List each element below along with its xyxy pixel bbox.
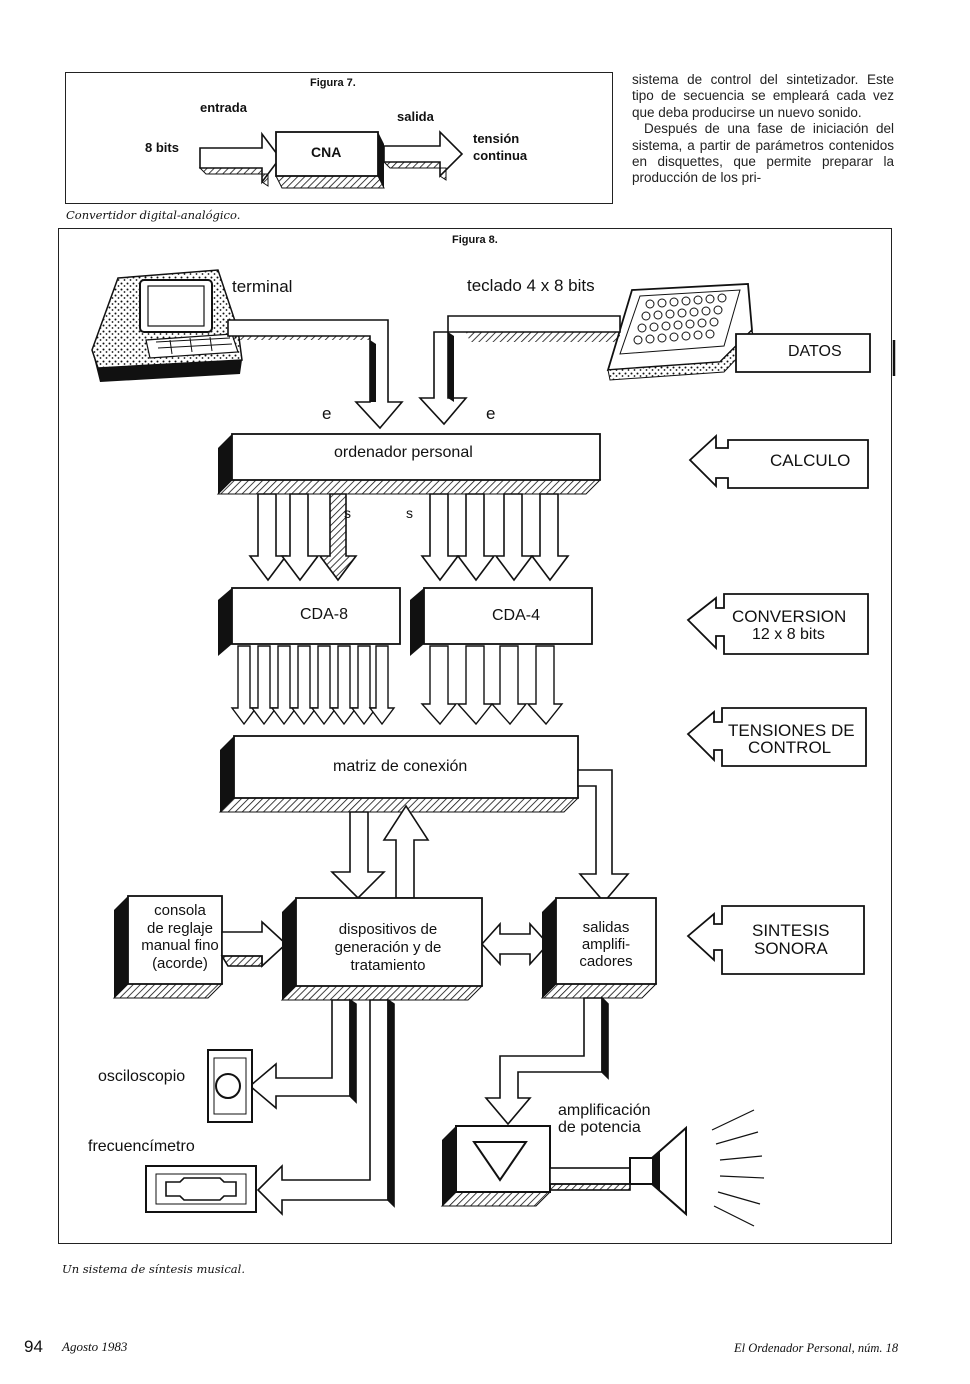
console-label-line-4: (acorde) [152,954,208,972]
output-mark-2: s [406,505,413,521]
cda4-label: CDA-4 [492,607,541,624]
terminal-label: terminal [232,277,293,296]
oscilloscope-label: osciloscopio [98,1068,186,1085]
input-mark-1: e [322,404,332,423]
figure-7-output-label: salida [397,109,434,124]
console-label: consola de reglaje manual fino (acorde) [132,902,228,972]
figure-7-cna-label: CNA [311,144,342,160]
keyboard-label: teclado 4 x 8 bits [467,276,595,295]
conversion-label-line-1: CONVERSION [732,607,847,626]
footer-date: Agosto 1983 [62,1339,128,1354]
outputs-label: salidas amplifi- cadores [560,919,652,970]
figure-7-output-line-2: continua [473,148,528,163]
figure-8-frame [58,228,892,1244]
outputs-label-line-3: cadores [579,953,633,970]
figure-8-caption: Un sistema de síntesis musical. [62,1262,245,1276]
console-label-line-2: de reglaje [147,919,213,937]
power-amp-label-line-2: de potencia [558,1119,641,1136]
console-label-line-3: manual fino [141,937,219,954]
tensiones-label-line-2: CONTROL [748,738,832,757]
datos-label: DATOS [788,343,842,360]
power-amp-label-line-1: amplificación [558,1102,651,1119]
figure-7-input-label: entrada [200,100,247,115]
computer-label: ordenador personal [334,444,473,461]
sintesis-label-line-2: SONORA [754,939,828,958]
figure-7-input-bits: 8 bits [145,140,179,155]
figure-7-title: Figura 7. [310,77,356,89]
power-amp-label: amplificación de potencia [558,1102,650,1136]
input-mark-2: e [486,404,496,423]
figure-7-output-line-1: tensión [473,131,520,146]
body-text-column: sistema de control del sintetizador. Est… [632,72,894,187]
devices-label: dispositivos de generación y de tratamie… [300,921,476,975]
conversion-label-line-2: 12 x 8 bits [752,626,825,643]
outputs-label-line-1: salidas [582,919,630,936]
cda8-label: CDA-8 [300,606,349,623]
figure-8-title: Figura 8. [452,234,498,246]
outputs-label-line-2: amplifi- [581,936,631,953]
output-mark-1: s [344,505,351,521]
page-number: 94 [24,1337,43,1356]
figure-7-frame [65,72,613,204]
figure-7-caption: Convertidor digital-analógico. [66,208,241,222]
matrix-label: matriz de conexión [333,758,468,775]
footer-publication: El Ordenador Personal, núm. 18 [734,1341,899,1355]
sintesis-label-line-1: SINTESIS [752,921,830,940]
devices-label-line-2: generación y de [334,939,442,956]
frequency-meter-label: frecuencímetro [88,1138,195,1155]
devices-label-line-1: dispositivos de [338,921,438,938]
calculo-label: CALCULO [770,451,851,470]
body-paragraph-2: Después de una fase de iniciación del si… [632,121,894,186]
body-paragraph-1: sistema de control del sintetizador. Est… [632,72,894,120]
console-label-line-1: consola [154,902,206,919]
tensiones-label-line-1: TENSIONES DE [728,721,855,740]
devices-label-line-3: tratamiento [350,957,426,974]
